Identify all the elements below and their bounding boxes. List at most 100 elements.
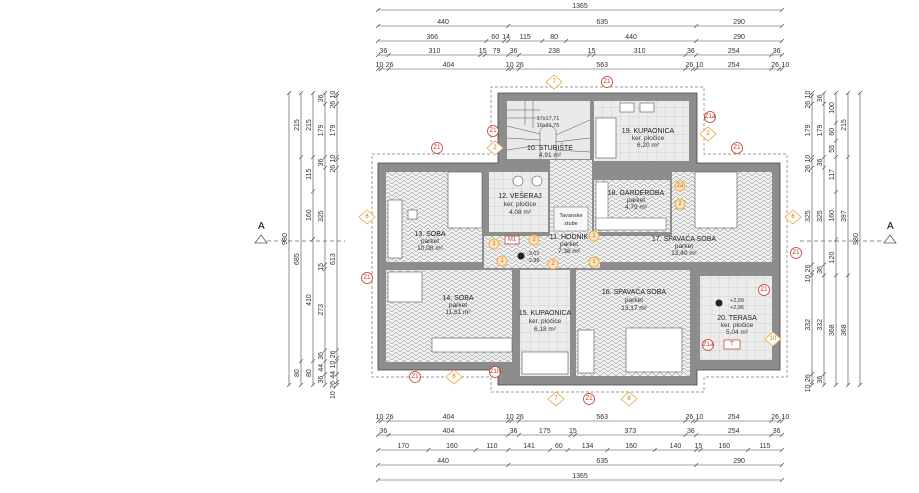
dimension-tick: [378, 418, 384, 424]
wall-type-marker: Z1: [487, 125, 499, 137]
room-area: 7,38 m²: [558, 248, 581, 255]
dimension-label: 26: [771, 62, 779, 69]
dimension-tick: [334, 101, 340, 106]
dimension-tick: [375, 432, 381, 438]
door-marker: 1: [588, 230, 600, 242]
marker-label: 2: [551, 261, 555, 267]
dimension-chain: 1365: [375, 473, 785, 483]
circle-marker-icon: [674, 180, 686, 192]
dimension-tick: [310, 358, 316, 364]
dimension-label: 254: [728, 414, 740, 421]
room-14: 14. SOBA parket 11,61 m²: [386, 270, 513, 362]
section-mark-left: A: [254, 221, 345, 244]
dimension-tick: [568, 432, 573, 438]
diamond-marker-icon: [784, 209, 802, 225]
dimension-label: 10: [781, 414, 789, 421]
circle-marker-icon: [674, 198, 686, 210]
room-area: 4,79 m²: [625, 204, 648, 211]
stair-spec: 16x31,75: [537, 123, 560, 129]
detail-marker: 7: [547, 391, 565, 407]
dimension-label: 26: [330, 101, 337, 109]
dimension-tick: [809, 93, 815, 99]
dimension-label: 980: [853, 233, 860, 245]
bed-icon: [447, 171, 483, 229]
dimension-label: 36: [687, 428, 695, 435]
room-floor: ker. pločice: [632, 135, 665, 142]
dimension-tick: [809, 382, 815, 388]
dimension-label: 26: [516, 414, 524, 421]
dimension-tick: [322, 101, 328, 106]
circle-marker-icon: [489, 366, 501, 378]
dimension-tick: [693, 66, 699, 72]
wall-type-marker: Z1: [409, 371, 421, 383]
dimension-label: 440: [625, 34, 637, 41]
wall-type-marker: Z1: [583, 393, 595, 405]
dimension-tick: [506, 418, 511, 424]
dimension-label: 980: [282, 233, 289, 245]
dimension-label: 563: [596, 414, 608, 421]
dimension-label: 140: [670, 443, 682, 450]
door-marker: 1: [488, 238, 500, 250]
room-floor: parket: [560, 241, 578, 248]
dimension-label: 368: [841, 324, 848, 336]
door-marker: 1: [496, 255, 508, 267]
dimension-tick: [779, 418, 785, 424]
wall-type-marker: Z1: [431, 142, 443, 154]
dimension-label: 160: [446, 443, 458, 450]
section-label: A: [258, 221, 265, 232]
dimension-tick: [769, 66, 774, 72]
dimension-label: 325: [805, 210, 812, 222]
dimension-tick: [334, 165, 340, 170]
dimension-tick: [375, 7, 381, 13]
dimension-tick: [591, 52, 596, 58]
dimension-tick: [821, 154, 827, 160]
room-area: 13,40 m²: [671, 250, 697, 257]
dimension-tick: [508, 418, 514, 424]
tag-label: M1: [508, 237, 517, 243]
dimension-label: 368: [829, 324, 836, 336]
dimension-chain: 1365: [375, 3, 785, 13]
dimension-label: 685: [294, 253, 301, 265]
dimension-tick: [821, 372, 827, 377]
dimension-tick: [769, 418, 774, 424]
dimension-label: 404: [443, 62, 455, 69]
marker-label: 1: [500, 258, 504, 264]
dimension-tick: [322, 266, 328, 272]
dimension-tick: [310, 382, 316, 388]
dimension-tick: [334, 93, 340, 99]
marker-label: 8: [452, 374, 456, 380]
dimension-tick: [779, 7, 785, 13]
dimension-label: 80: [550, 34, 558, 41]
dimension-tick: [506, 66, 511, 72]
dimension-tick: [298, 154, 304, 160]
door-marker: 2: [528, 234, 540, 246]
dimension-tick: [506, 52, 511, 58]
dimension-tick: [683, 52, 688, 58]
circle-marker-icon: [547, 258, 559, 270]
dimension-label: 36: [817, 376, 824, 384]
dimension-label: 563: [596, 62, 608, 69]
dimension-label: 290: [733, 34, 745, 41]
room-name: 19. KUPAONICA: [622, 128, 675, 135]
dimension-tick: [375, 477, 381, 483]
dimension-label: 10: [330, 391, 337, 399]
dimension-tick: [809, 270, 815, 275]
room-wardrobe-18: 18. GARDEROBA parket 4,79 m²: [594, 180, 670, 232]
dimension-label: 215: [294, 119, 301, 131]
diamond-marker-icon: [445, 369, 463, 385]
circle-marker-icon: [731, 142, 743, 154]
room-floor: parket: [625, 297, 643, 304]
dimension-label: 310: [634, 48, 646, 55]
dimension-tick: [652, 447, 657, 453]
dimension-label: 15: [569, 428, 577, 435]
dimension-label: 26: [330, 350, 337, 358]
dimension-tick: [334, 348, 340, 353]
dimension-label: 15: [588, 48, 596, 55]
dimension-tick: [310, 189, 316, 194]
dimension-label: 179: [817, 124, 824, 136]
dimension-tick: [298, 382, 304, 388]
